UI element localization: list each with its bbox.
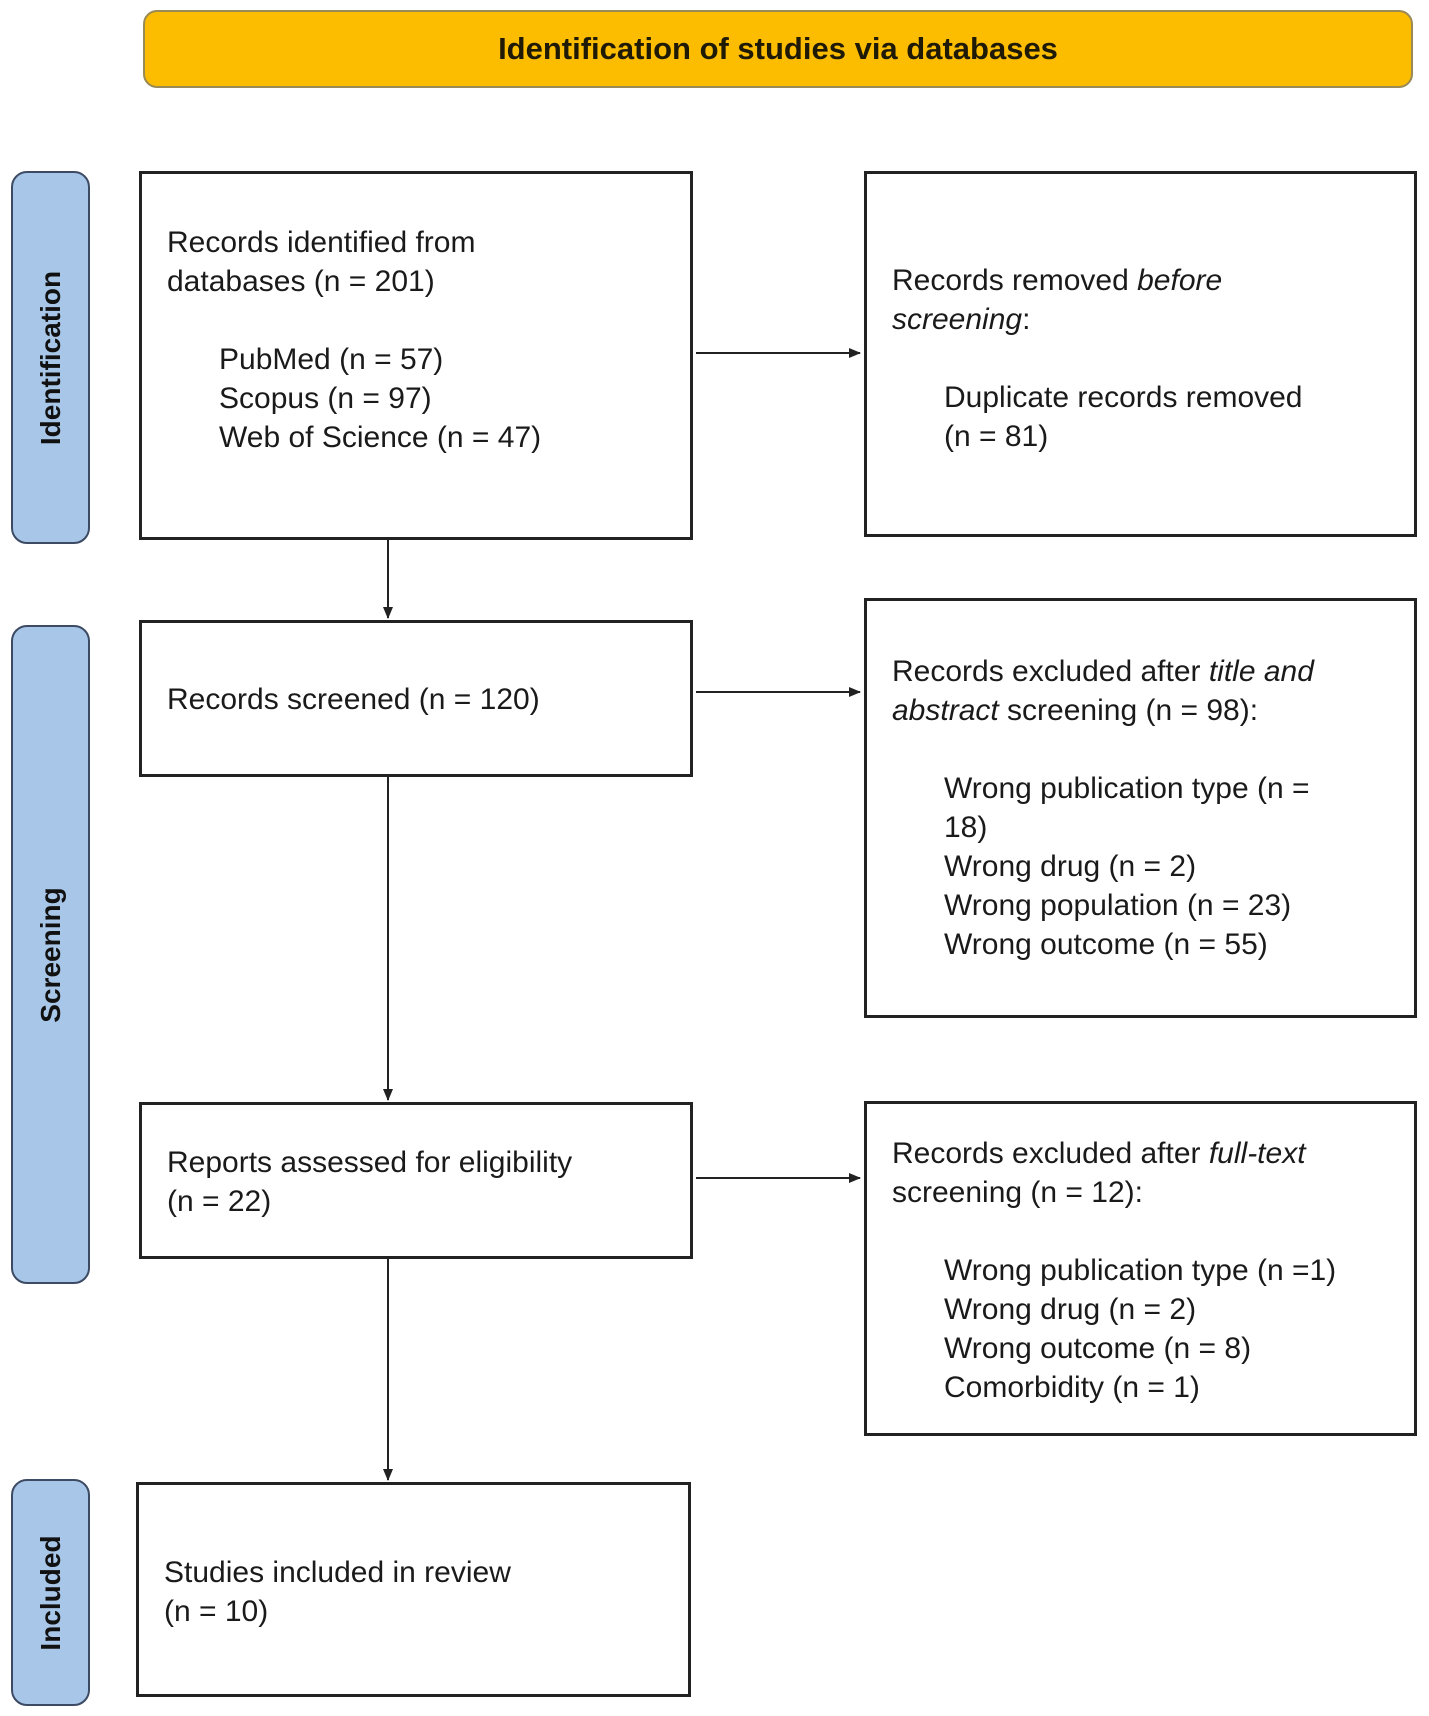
eligibility-line1: Reports assessed for eligibility [167,1146,573,1179]
excluded-ta-suffix: screening (n = 98): [998,694,1259,727]
excluded-ta-emphasis1: title and [1208,655,1314,688]
excluded-title-abstract-heading: Records excluded after title and [892,652,1414,691]
header-title: Identification of studies via databases [498,31,1058,66]
removed-prefix: Records removed [892,264,1138,297]
source-scopus: Scopus (n = 97) [219,382,432,415]
records-identified-box: Records identified from databases (n = 2… [139,171,693,540]
eligibility-box: Reports assessed for eligibility (n = 22… [139,1102,693,1259]
eligibility-line2: (n = 22) [167,1185,272,1218]
excluded-ft-item: Comorbidity (n = 1) [944,1371,1200,1404]
duplicates-removed-line1: Duplicate records removed [944,381,1303,414]
excluded-ft-item: Wrong publication type (n =1) [944,1254,1337,1287]
excluded-ta-prefix: Records excluded after [892,655,1209,688]
phase-included: Included [11,1479,90,1706]
header-banner: Identification of studies via databases [143,10,1413,88]
records-identified-line2: databases (n = 201) [167,265,435,298]
excluded-title-abstract-box: Records excluded after title and abstrac… [864,598,1417,1018]
records-removed-box: Records removed before screening: Duplic… [864,171,1417,537]
removed-emphasis-before: before [1137,264,1223,297]
records-removed-heading: Records removed before [892,261,1414,300]
included-line2: (n = 10) [164,1595,269,1628]
phase-identification: Identification [11,171,90,544]
excluded-ta-emphasis2: abstract [892,694,999,727]
source-pubmed: PubMed (n = 57) [219,343,444,376]
excluded-fulltext-box: Records excluded after full-text screeni… [864,1101,1417,1436]
excluded-ta-item: Wrong outcome (n = 55) [944,928,1268,961]
removed-suffix: : [1022,303,1031,336]
excluded-ta-item: Wrong drug (n = 2) [944,850,1197,883]
records-screened-box: Records screened (n = 120) [139,620,693,777]
records-screened-text: Records screened (n = 120) [167,683,540,716]
excluded-ft-item: Wrong outcome (n = 8) [944,1332,1252,1365]
excluded-fulltext-heading: Records excluded after full-text [892,1134,1414,1173]
included-line1: Studies included in review [164,1556,511,1589]
excluded-title-abstract-heading-line2: abstract screening (n = 98): [892,691,1414,730]
excluded-ft-prefix: Records excluded after [892,1137,1209,1170]
excluded-fulltext-heading-line2: screening (n = 12): [892,1176,1143,1209]
included-box: Studies included in review (n = 10) [136,1482,691,1697]
excluded-ft-item: Wrong drug (n = 2) [944,1293,1197,1326]
excluded-ta-item: 18) [944,811,988,844]
duplicates-removed-line2: (n = 81) [944,420,1049,453]
excluded-ft-emphasis: full-text [1208,1137,1306,1170]
removed-emphasis-screening: screening [892,303,1023,336]
phase-screening: Screening [11,625,90,1284]
excluded-ta-item: Wrong population (n = 23) [944,889,1292,922]
excluded-ta-item: Wrong publication type (n = [944,772,1310,805]
records-removed-heading-line2: screening: [892,300,1414,339]
records-identified-line1: Records identified from [167,226,476,259]
source-web-of-science: Web of Science (n = 47) [219,421,542,454]
